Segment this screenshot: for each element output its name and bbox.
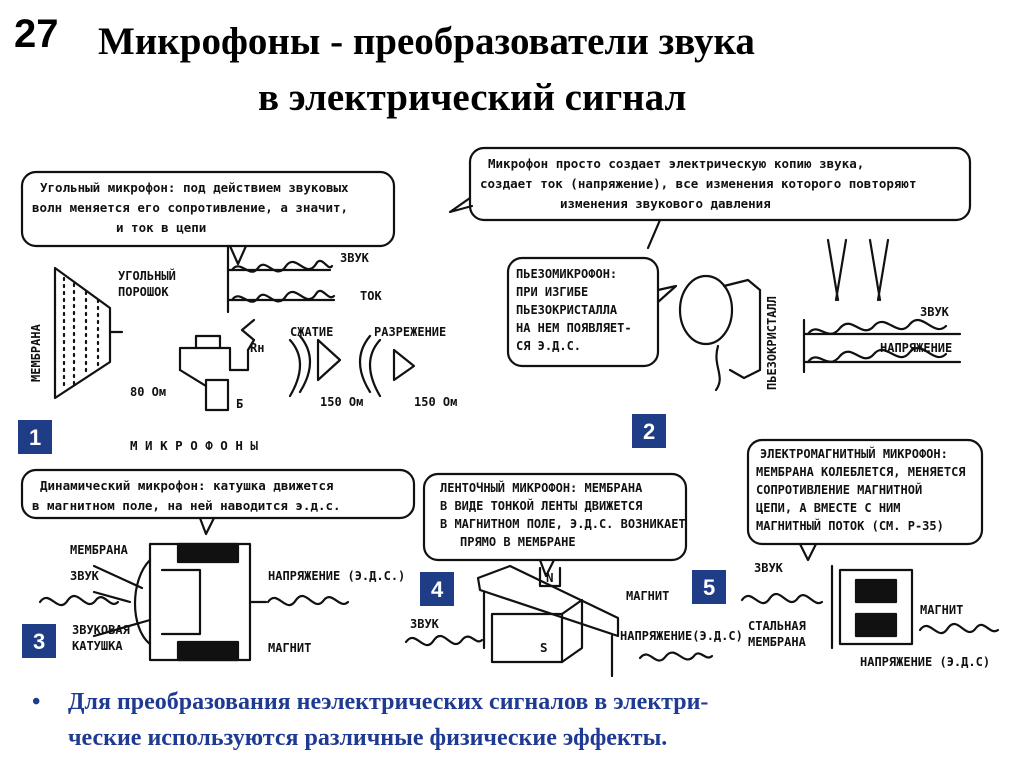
- em-membrane-label-1: СТАЛЬНАЯ: [748, 619, 806, 633]
- top-note-bubble: [468, 146, 972, 222]
- em-note-bubble: [746, 438, 984, 546]
- piezo-sound-label: ЗВУК: [920, 305, 950, 319]
- carbon-rn-label: Rн: [250, 341, 264, 355]
- bullet-item: • Для преобразования неэлектрических сиг…: [32, 684, 1002, 756]
- carbon-powder-label-1: УГОЛЬНЫЙ: [118, 268, 176, 283]
- ribbon-note-line-4: ПРЯМО В МЕМБРАНЕ: [460, 535, 576, 549]
- em-sound-label: ЗВУК: [754, 561, 784, 575]
- top-note-line-2: создает ток (напряжение), все изменения …: [480, 176, 917, 191]
- badge-2: [632, 414, 666, 448]
- ribbon-voltage-wave: [638, 651, 714, 662]
- ribbon-sound-label: ЗВУК: [410, 617, 440, 631]
- ribbon-sound-wave: [404, 634, 484, 647]
- piezo-note-line-4: НА НЕМ ПОЯВЛЯЕТ-: [516, 321, 632, 335]
- em-voltage-wave: [918, 622, 1000, 635]
- bullet-text-line-1: Для преобразования неэлектрических сигна…: [68, 689, 709, 715]
- top-note-line-1: Микрофон просто создает электрическую ко…: [488, 156, 864, 171]
- badge-1: [18, 420, 52, 454]
- piezo-crystal-label: ПЬЕЗОКРИСТАЛЛ: [765, 296, 779, 390]
- slide-number: 27: [14, 12, 59, 56]
- dynamic-voltage-label: НАПРЯЖЕНИЕ (Э.Д.С.): [268, 569, 405, 583]
- ribbon-magnet-label: МАГНИТ: [626, 589, 669, 603]
- em-sound-wave: [740, 592, 824, 605]
- badge-5-label: 5: [703, 575, 715, 600]
- title-line-2: в электрический сигнал: [258, 76, 687, 119]
- badge-4-label: 4: [431, 577, 444, 602]
- carbon-note-bubble: [20, 170, 396, 248]
- title-line-1: Микрофоны - преобразователи звука: [98, 20, 755, 63]
- em-mic-body: [838, 568, 914, 646]
- em-note-line-5: МАГНИТНЫЙ ПОТОК (СМ. Р-35): [756, 518, 944, 533]
- piezo-sound-wave: [806, 318, 948, 336]
- dynamic-note-line-2: в магнитном поле, на ней наводится э.д.с…: [32, 498, 341, 513]
- dynamic-membrane-label: МЕМБРАНА: [70, 543, 129, 557]
- dynamic-note-line-1: Динамический микрофон: катушка движется: [40, 478, 334, 493]
- ribbon-voltage-label: НАПРЯЖЕНИЕ(Э.Д.С): [620, 629, 743, 643]
- carbon-note-line-3: и ток в цепи: [116, 220, 206, 235]
- badge-3: [22, 624, 56, 658]
- dynamic-note-bubble: [20, 468, 416, 520]
- piezo-mic-head: [678, 274, 734, 346]
- compression-label: СЖАТИЕ: [290, 325, 333, 339]
- carbon-r150a-label: 150 Ом: [320, 395, 363, 409]
- dynamic-coil-label-2: КАТУШКА: [72, 639, 123, 653]
- carbon-powder-label-2: ПОРОШОК: [118, 285, 169, 299]
- ribbon-note-line-3: В МАГНИТНОМ ПОЛЕ, Э.Д.С. ВОЗНИКАЕТ: [440, 517, 686, 531]
- piezo-note-line-3: ПЬЕЗОКРИСТАЛЛА: [516, 303, 618, 317]
- bullet-symbol: •: [32, 689, 41, 715]
- em-note-line-1: ЭЛЕКТРОМАГНИТНЫЙ МИКРОФОН:: [760, 446, 948, 461]
- carbon-current-wave: [230, 289, 336, 303]
- carbon-battery-label: Б: [236, 397, 243, 411]
- badge-2-label: 2: [643, 419, 655, 444]
- ribbon-n-label: N: [546, 570, 554, 585]
- piezo-note-line-2: ПРИ ИЗГИБЕ: [516, 285, 588, 299]
- carbon-current-label: ТОК: [360, 289, 382, 303]
- bullet-text: Для преобразования неэлектрических сигна…: [68, 684, 1002, 756]
- bullet-text-line-2: ческие используются различные физические…: [68, 725, 668, 751]
- em-magnet-label: МАГНИТ: [920, 603, 963, 617]
- ribbon-magnet-s: [490, 612, 564, 664]
- slide-title: Микрофоны - преобразователи звука в элек…: [98, 14, 1018, 126]
- piezo-voltage-label: НАПРЯЖЕНИЕ: [880, 341, 952, 355]
- compression-wave: [298, 334, 311, 394]
- carbon-note-line-2: волн меняется его сопротивление, а значи…: [32, 200, 348, 215]
- carbon-r80-label: 80 Ом: [130, 385, 166, 399]
- carbon-sound-wave: [230, 259, 334, 273]
- carbon-note-line-1: Угольный микрофон: под действием звуковы…: [40, 180, 349, 195]
- em-membrane-label-2: МЕМБРАНА: [748, 635, 807, 649]
- carbon-sound-label: ЗВУК: [340, 251, 370, 265]
- em-note-line-3: СОПРОТИВЛЕНИЕ МАГНИТНОЙ: [756, 482, 922, 497]
- carbon-r150b-label: 150 Ом: [414, 395, 457, 409]
- piezo-note-bubble: [506, 256, 660, 368]
- dynamic-sound-wave: [38, 594, 120, 607]
- badge-5: [692, 570, 726, 604]
- dynamic-magnet-label: МАГНИТ: [268, 641, 311, 655]
- piezo-voltage-wave: [806, 346, 948, 364]
- rarefaction-wave: [359, 334, 372, 394]
- microphones-illustration: Микрофон просто создает электрическую ко…: [0, 140, 1024, 680]
- carbon-mic-body: [53, 266, 112, 400]
- em-voltage-label: НАПРЯЖЕНИЕ (Э.Д.С): [860, 655, 990, 669]
- em-note-line-4: ЦЕПИ, А ВМЕСТЕ С НИМ: [756, 501, 901, 515]
- badge-4: [420, 572, 454, 606]
- dynamic-sound-label: ЗВУК: [70, 569, 100, 583]
- ribbon-mic-top: [476, 564, 620, 638]
- ribbon-s-label: S: [540, 640, 548, 655]
- rarefaction-label: РАЗРЕЖЕНИЕ: [374, 325, 446, 339]
- ribbon-note-line-1: ЛЕНТОЧНЫЙ МИКРОФОН: МЕМБРАНА: [440, 480, 643, 495]
- piezo-note-line-1: ПЬЕЗОМИКРОФОН:: [516, 267, 617, 281]
- badge-1-label: 1: [29, 425, 41, 450]
- microphones-caption: М И К Р О Ф О Н Ы: [130, 438, 258, 453]
- em-note-line-2: МЕМБРАНА КОЛЕБЛЕТСЯ, МЕНЯЕТСЯ: [756, 465, 966, 479]
- ribbon-note-line-2: В ВИДЕ ТОНКОЙ ЛЕНТЫ ДВИЖЕТСЯ: [440, 498, 642, 513]
- carbon-membrane-label: МЕМБРАНА: [29, 323, 43, 382]
- top-note-line-3: изменения звукового давления: [560, 196, 771, 211]
- dynamic-coil-label-1: ЗВУКОВАЯ: [72, 623, 130, 637]
- piezo-note-line-5: СЯ Э.Д.С.: [516, 339, 581, 353]
- badge-3-label: 3: [33, 629, 45, 654]
- dynamic-voltage-wave: [266, 594, 350, 607]
- microphones-drawing: Микрофон просто создает электрическую ко…: [18, 146, 1000, 678]
